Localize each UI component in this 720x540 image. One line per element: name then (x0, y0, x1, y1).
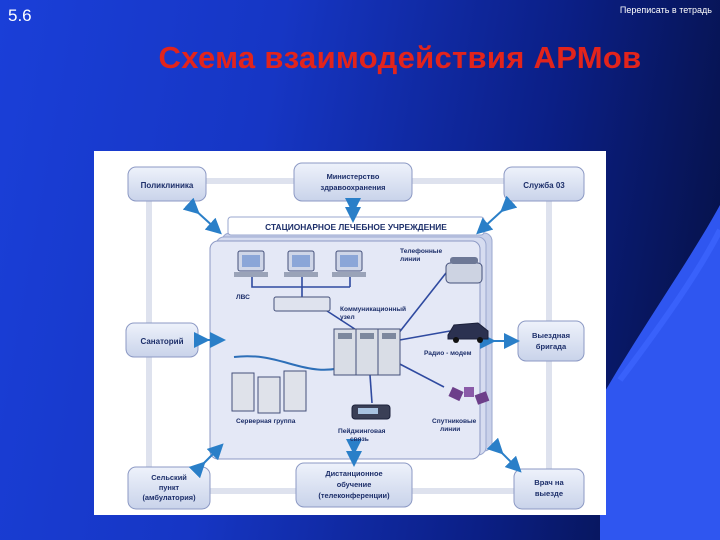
workstation-3 (332, 250, 366, 277)
server-group-label: Серверная группа (236, 418, 296, 425)
node-distance-line3: (телеконференции) (318, 491, 390, 500)
link-satellite (393, 360, 445, 388)
pager-label-2: связь (350, 436, 369, 443)
phone-label-1: Телефонные (400, 248, 442, 255)
slide-number: 5.6 (8, 6, 32, 25)
link-radio (393, 330, 451, 342)
node-sanatorium: Санаторий (125, 322, 199, 358)
pager-icon: Пейджинговая связь (338, 404, 391, 443)
workstation-2 (284, 250, 318, 277)
node-rural-line2: пункт (159, 483, 180, 492)
swoosh-highlight (617, 228, 720, 382)
node-distance-line2: обучение (337, 480, 372, 489)
node-rural: Сельский пункт (амбулатория) (127, 466, 211, 510)
node-rural-line3: (амбулатория) (142, 493, 196, 502)
node-doctor: Врач на выезде (513, 468, 585, 510)
satellite-label-2: линии (440, 426, 460, 433)
node-ministry-line1: Министерство (327, 172, 380, 181)
node-doctor-line1: Врач на (534, 478, 564, 487)
diagram-panel: СТАЦИОНАРНОЕ ЛЕЧЕБНОЕ УЧРЕЖДЕНИЕ Поликли… (94, 151, 606, 515)
link-pcs (251, 275, 351, 299)
workstation-1 (234, 250, 268, 277)
node-clinic: Поликлиника (127, 166, 207, 202)
arrow-rural (188, 443, 224, 479)
telephone-icon: Телефонные линии (400, 248, 483, 284)
node-brigade: Выездная бригада (517, 320, 585, 362)
arrows (182, 195, 522, 479)
node-brigade-line1: Выездная (532, 331, 570, 340)
phone-label-2: линии (400, 256, 420, 263)
node-service03-label: Служба 03 (523, 181, 565, 190)
pager-label-1: Пейджинговая (338, 427, 386, 435)
node-rural-line1: Сельский (151, 473, 187, 482)
node-ministry-line2: здравоохранения (321, 183, 386, 192)
car-icon: Радио - модем (424, 322, 489, 357)
satellite-icon: Спутниковые линии (432, 386, 490, 433)
node-ministry: Министерство здравоохранения (293, 162, 413, 202)
node-service03: Служба 03 (503, 166, 585, 202)
node-doctor-line2: выезде (535, 489, 563, 498)
link-phone (393, 272, 447, 340)
arrow-clinic (182, 197, 222, 235)
server-group: Серверная группа (231, 370, 307, 425)
node-sanatorium-label: Санаторий (140, 337, 183, 346)
comm-node-label-2: узел (340, 314, 355, 321)
arrow-service03 (476, 195, 518, 235)
node-clinic-label: Поликлиника (141, 181, 194, 190)
lan-label: ЛВС (236, 294, 250, 301)
node-distance-line1: Дистанционное (325, 469, 382, 478)
hospital-title: СТАЦИОНАРНОЕ ЛЕЧЕБНОЕ УЧРЕЖДЕНИЕ (265, 222, 447, 232)
node-brigade-line2: бригада (536, 342, 567, 351)
lan-hub: ЛВС (236, 294, 331, 312)
radio-modem-label: Радио - модем (424, 350, 472, 357)
node-distance: Дистанционное обучение (телеконференции) (295, 462, 413, 508)
instruction-note: Переписать в тетрадь (619, 5, 712, 15)
arrow-doctor (486, 437, 522, 473)
comm-node-server: Коммуникационный узел (333, 305, 406, 376)
interaction-diagram: СТАЦИОНАРНОЕ ЛЕЧЕБНОЕ УЧРЕЖДЕНИЕ Поликли… (125, 162, 585, 510)
light-blue-swoosh (600, 205, 720, 540)
slide-title: Схема взаимодействия АРМов (158, 40, 642, 75)
comm-node-label-1: Коммуникационный (340, 305, 406, 313)
link-pager (369, 374, 373, 404)
satellite-label-1: Спутниковые (432, 418, 477, 425)
